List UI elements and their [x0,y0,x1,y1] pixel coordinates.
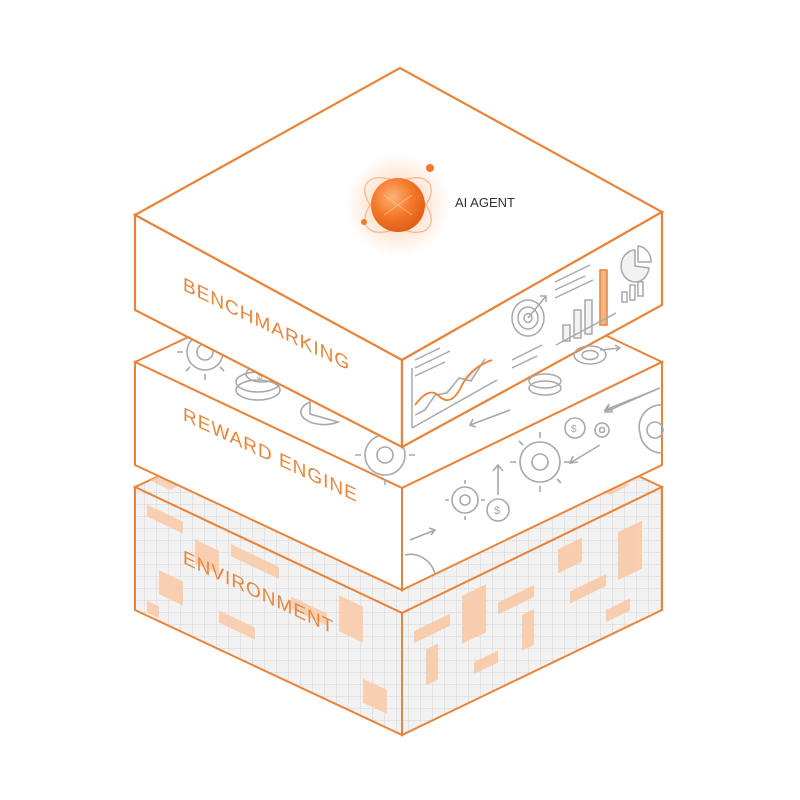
bar-chart-icon [555,269,617,346]
benchmarking-right-icons [411,245,661,429]
arrow-up-icon [492,463,504,495]
environment-left-highlights [147,504,387,714]
gear-icon [445,480,485,520]
coin-icon: $ [486,498,510,522]
text-lines-icon [414,347,451,377]
svg-text:$: $ [257,371,263,382]
svg-text:$: $ [571,424,577,435]
line-chart-icon [411,358,498,429]
arrow-icon [409,527,437,541]
benchmarking-right-face [400,210,664,449]
reward-engine-right-face [401,360,663,592]
environment-right-highlights [414,520,642,686]
bar-chart-icon [621,281,644,303]
gear-icon [594,422,610,438]
text-lines-icon [554,264,594,299]
ai-agent: AI AGENT [346,153,515,257]
reward-right-icons: $ $ [404,389,664,576]
ai-agent-label: AI AGENT [455,195,515,210]
gear-icon [404,553,436,576]
svg-text:$: $ [494,505,500,517]
arrow-left-icon [568,444,601,464]
target-icon [511,295,547,337]
gear-icon [510,432,570,492]
target-icon [573,344,622,365]
pie-chart-icon [620,245,652,283]
benchmarking-layer: BENCHMARKING AI AGENT [132,66,665,449]
text-lines-icon [511,344,543,369]
coin-stack-icon [528,373,562,396]
arrow-left-icon [468,409,511,428]
coin-icon: $ [564,417,586,439]
gear-icon [638,404,664,454]
pie-chart-icon [300,400,341,426]
arrow-left-icon [603,387,661,411]
